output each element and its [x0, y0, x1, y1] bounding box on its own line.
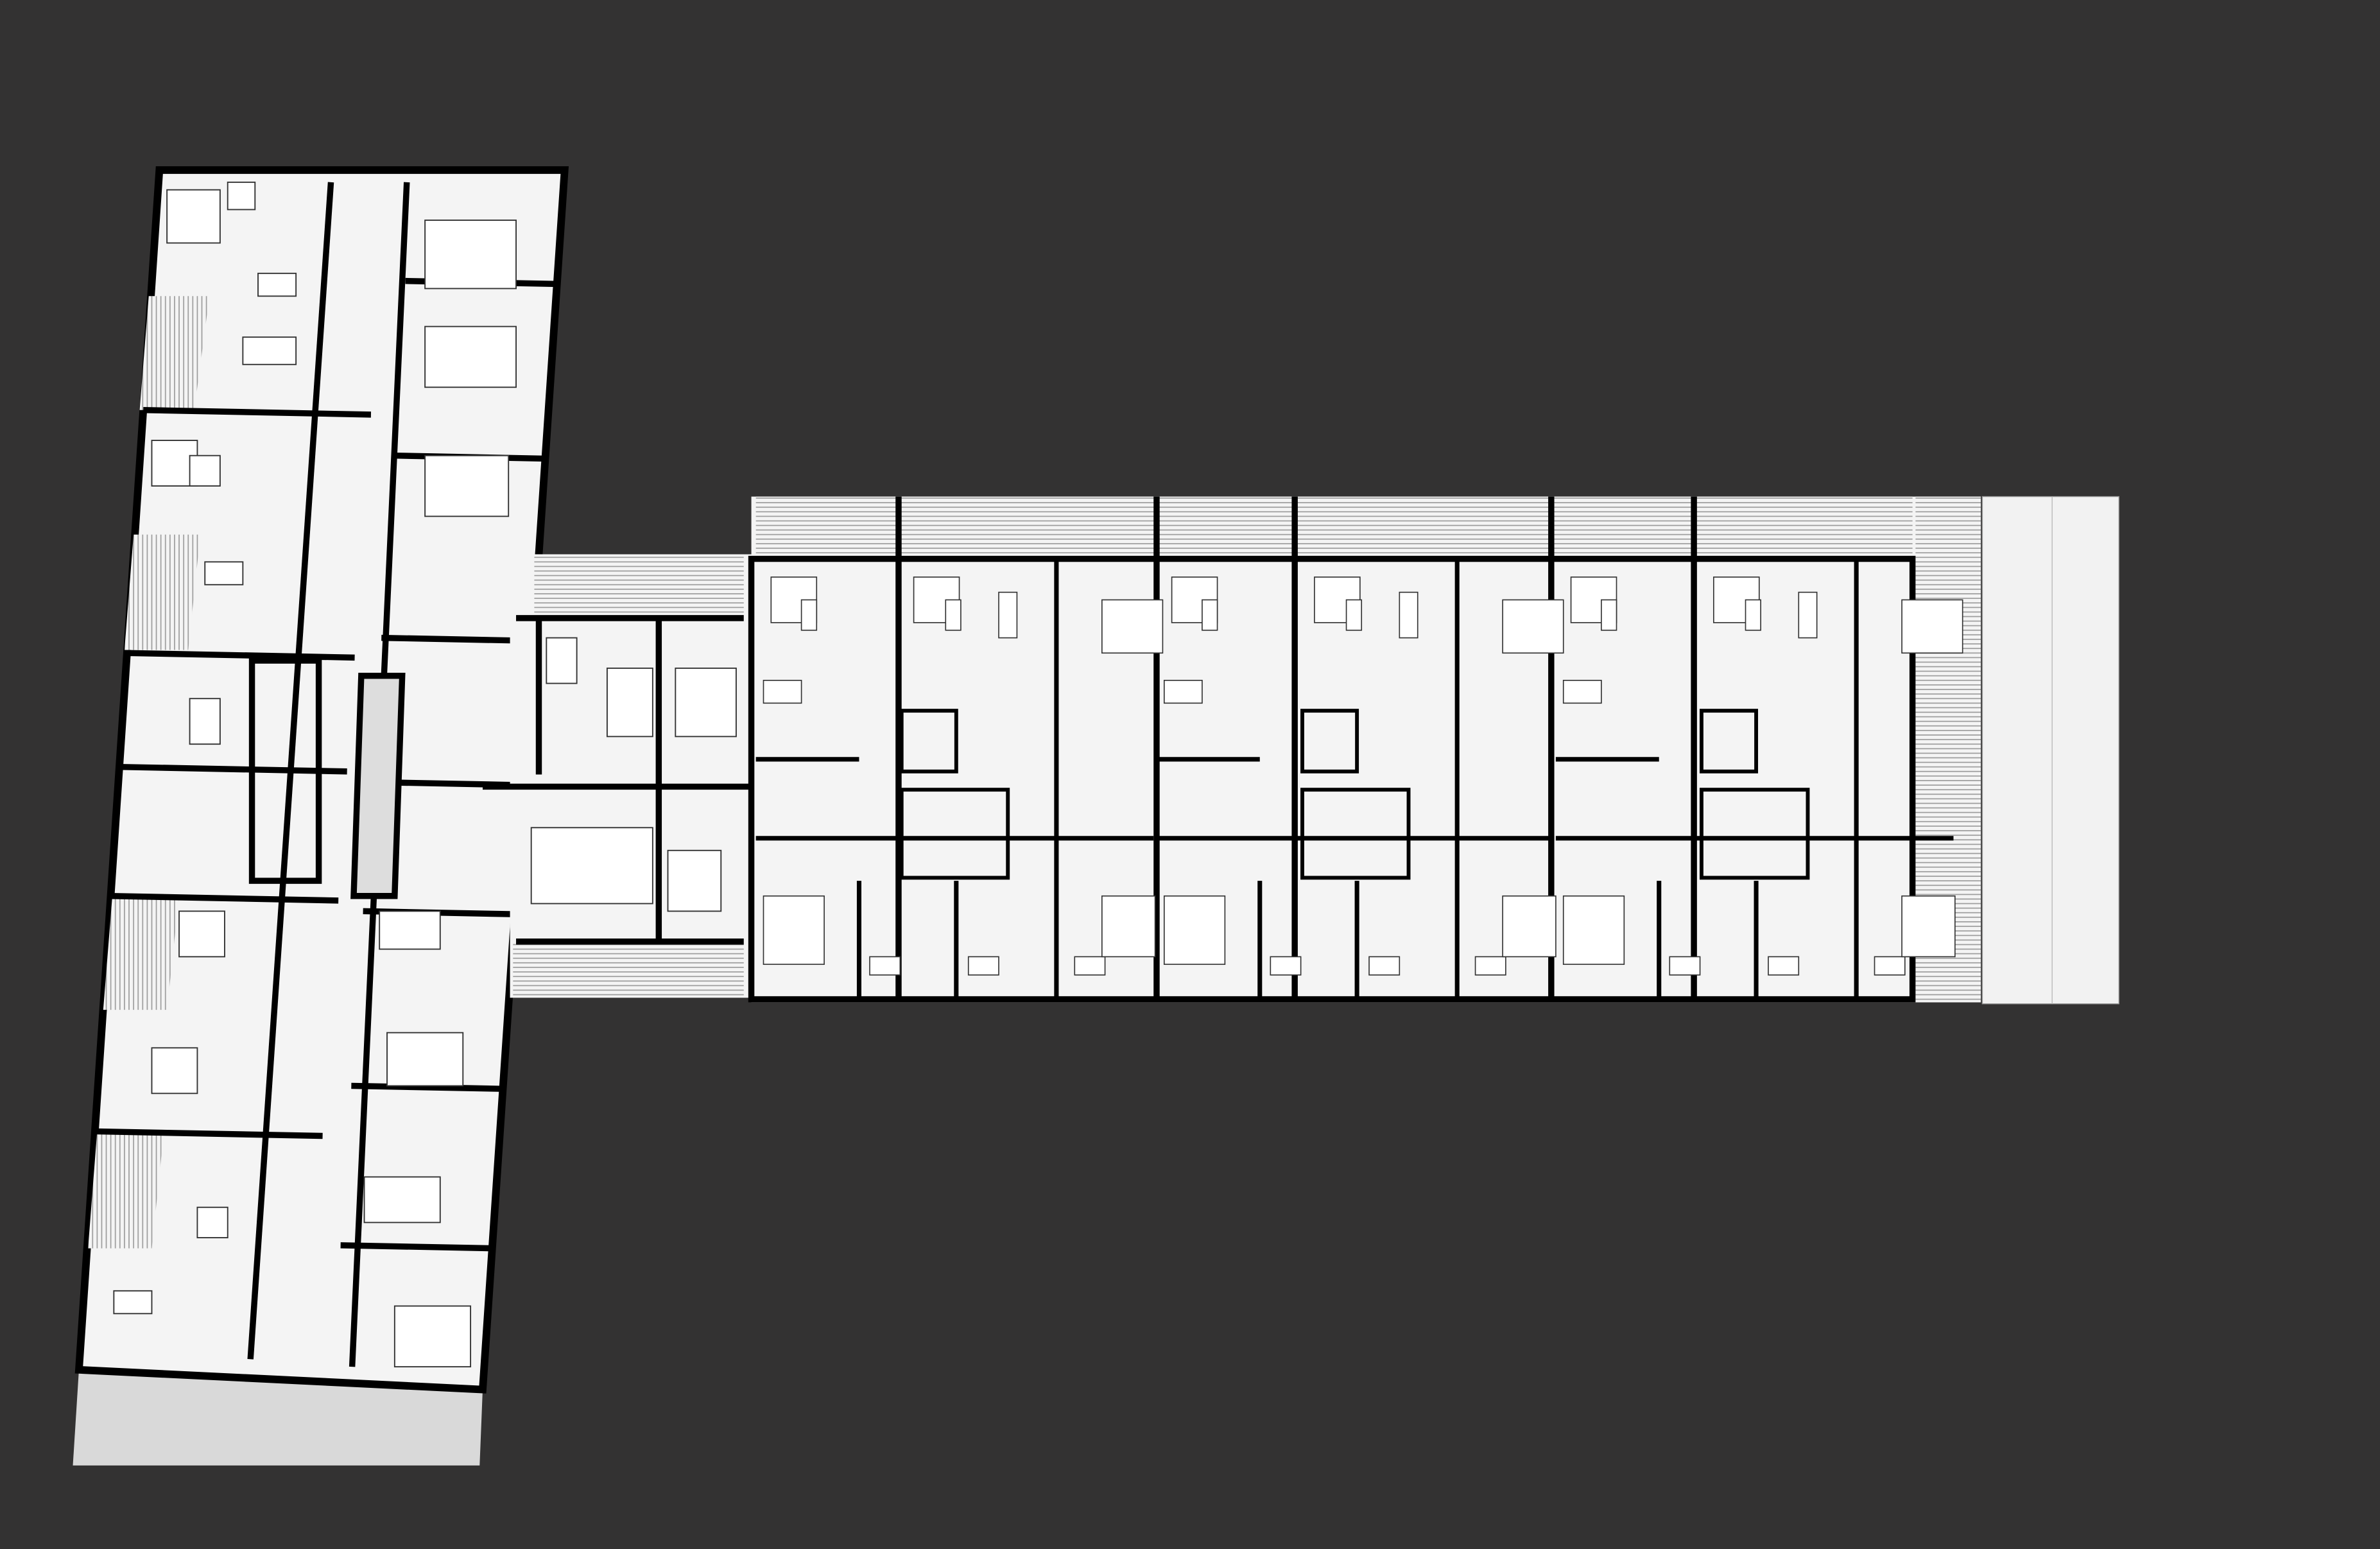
furniture — [1270, 956, 1302, 976]
furniture — [1901, 599, 1963, 654]
wall — [94, 1128, 323, 1139]
furniture — [379, 910, 441, 950]
furniture — [1562, 679, 1602, 704]
ground-strip — [73, 1369, 483, 1466]
balcony — [103, 896, 180, 1010]
adjacent-block — [1981, 496, 2119, 1005]
furniture — [166, 189, 221, 244]
elevator — [1300, 709, 1359, 774]
furniture — [1163, 679, 1203, 704]
connector — [483, 554, 753, 998]
balcony — [88, 1131, 164, 1249]
furniture-group — [1163, 576, 1564, 976]
furniture — [998, 591, 1018, 639]
furniture — [242, 336, 297, 365]
wall — [381, 634, 533, 645]
furniture — [189, 698, 221, 745]
furniture — [363, 1176, 441, 1224]
furniture — [1502, 599, 1564, 654]
furniture — [189, 454, 221, 487]
furniture — [800, 599, 818, 631]
apartment-module — [1555, 558, 1954, 999]
wall — [351, 1082, 503, 1092]
balcony — [139, 296, 210, 410]
furniture — [1901, 895, 1956, 958]
balcony-strip-top — [755, 496, 1913, 559]
furniture — [1601, 599, 1617, 631]
balcony — [124, 534, 201, 650]
furniture — [257, 272, 297, 297]
furniture — [763, 679, 802, 704]
right-wing — [748, 496, 1981, 1003]
furniture — [945, 599, 961, 631]
furniture — [1745, 599, 1761, 631]
wall — [143, 407, 372, 418]
elevator — [1699, 709, 1759, 774]
terrace-bottom — [513, 941, 744, 996]
furniture — [178, 910, 225, 958]
furniture — [1474, 956, 1506, 976]
apartment-module — [755, 558, 1154, 999]
furniture — [1874, 956, 1906, 976]
furniture — [1768, 956, 1800, 976]
furniture — [763, 895, 825, 965]
furniture — [196, 1206, 229, 1238]
elevator — [899, 709, 958, 774]
furniture — [1669, 956, 1701, 976]
furniture — [1502, 895, 1556, 958]
furniture — [1368, 956, 1401, 976]
furniture — [113, 1290, 153, 1315]
wall — [119, 763, 347, 775]
furniture — [424, 454, 510, 517]
furniture — [227, 181, 256, 211]
left-wing — [74, 166, 569, 1394]
apartment-module — [1156, 558, 1555, 999]
stair — [899, 788, 1010, 880]
furniture — [1798, 591, 1818, 639]
terrace-top — [534, 554, 744, 616]
stair-core — [248, 657, 322, 884]
shaft — [350, 672, 406, 899]
furniture — [967, 956, 999, 976]
stair — [1699, 788, 1810, 880]
furniture — [1101, 895, 1156, 958]
wall — [126, 650, 355, 661]
corridor-wall — [247, 182, 334, 1360]
wall — [340, 1242, 493, 1252]
furniture — [1399, 591, 1419, 639]
furniture — [151, 1047, 198, 1095]
furniture — [1074, 956, 1106, 976]
furniture — [393, 1305, 472, 1368]
furniture — [869, 956, 901, 976]
furniture — [386, 1032, 464, 1087]
furniture — [1202, 599, 1218, 631]
furniture — [204, 561, 244, 585]
furniture — [424, 325, 517, 388]
furniture-group — [763, 576, 1164, 976]
furniture — [1163, 895, 1226, 965]
furniture-group — [1562, 576, 1963, 976]
wall — [110, 893, 339, 904]
furniture — [424, 220, 517, 290]
furniture — [1345, 599, 1363, 631]
furniture — [1101, 599, 1164, 654]
stair — [1300, 788, 1411, 880]
furniture — [1562, 895, 1625, 965]
